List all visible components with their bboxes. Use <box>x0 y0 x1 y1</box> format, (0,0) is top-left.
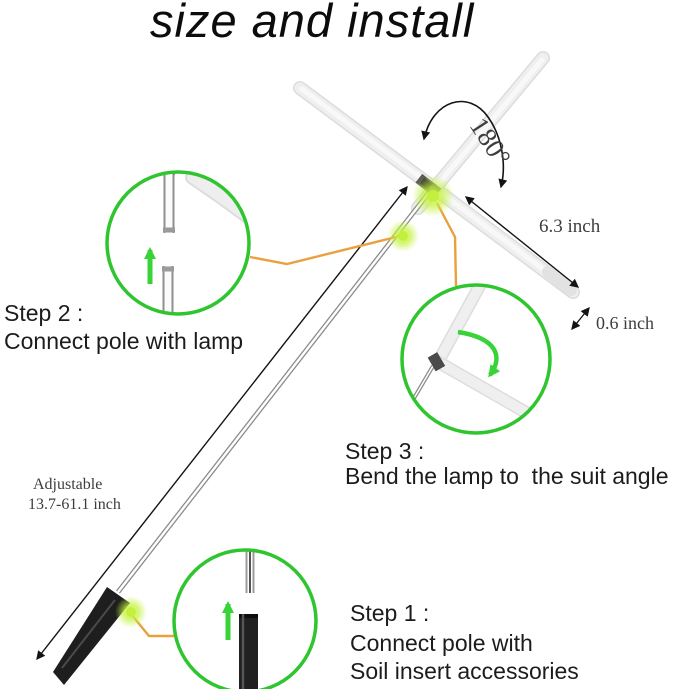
step1-label: Step 1 : <box>350 600 430 626</box>
lamp-length-arrow <box>464 196 580 288</box>
step1-instruction-line1: Connect pole with <box>350 630 533 656</box>
ground-spike <box>53 587 130 685</box>
step3-callout <box>400 283 552 435</box>
rotation-arc-arrow <box>421 100 508 189</box>
step3-circle <box>400 283 552 435</box>
step2-circle <box>105 170 251 316</box>
lamp-width-label: 0.6 inch <box>596 313 654 333</box>
lamp-length-label: 6.3 inch <box>539 216 601 237</box>
step1-callout <box>172 548 318 689</box>
pole-adjustable-label-line1: Adjustable <box>33 476 103 493</box>
pole-adjustable-label-line2: 13.7-61.1 inch <box>28 496 121 513</box>
led-glow-points <box>115 175 454 628</box>
pole <box>116 188 433 594</box>
pole-length-arrow <box>36 185 408 661</box>
step1-instruction-line2: Soil insert accessories <box>350 658 579 684</box>
bend-direction-arrow <box>457 329 501 378</box>
step2-callout <box>105 170 251 316</box>
step3-label: Step 3 : <box>345 438 425 464</box>
lamp-width-arrow <box>571 306 590 331</box>
bend-hinge <box>427 352 446 372</box>
connector-step2 <box>249 234 401 266</box>
step1-circle <box>172 548 318 689</box>
step3-instruction: Bend the lamp to the suit angle <box>345 463 669 489</box>
step2-label: Step 2 : <box>4 300 84 326</box>
step2-instruction: Connect pole with lamp <box>4 328 244 354</box>
lamp-tubes <box>293 51 580 299</box>
page-title: size and install <box>150 0 475 47</box>
